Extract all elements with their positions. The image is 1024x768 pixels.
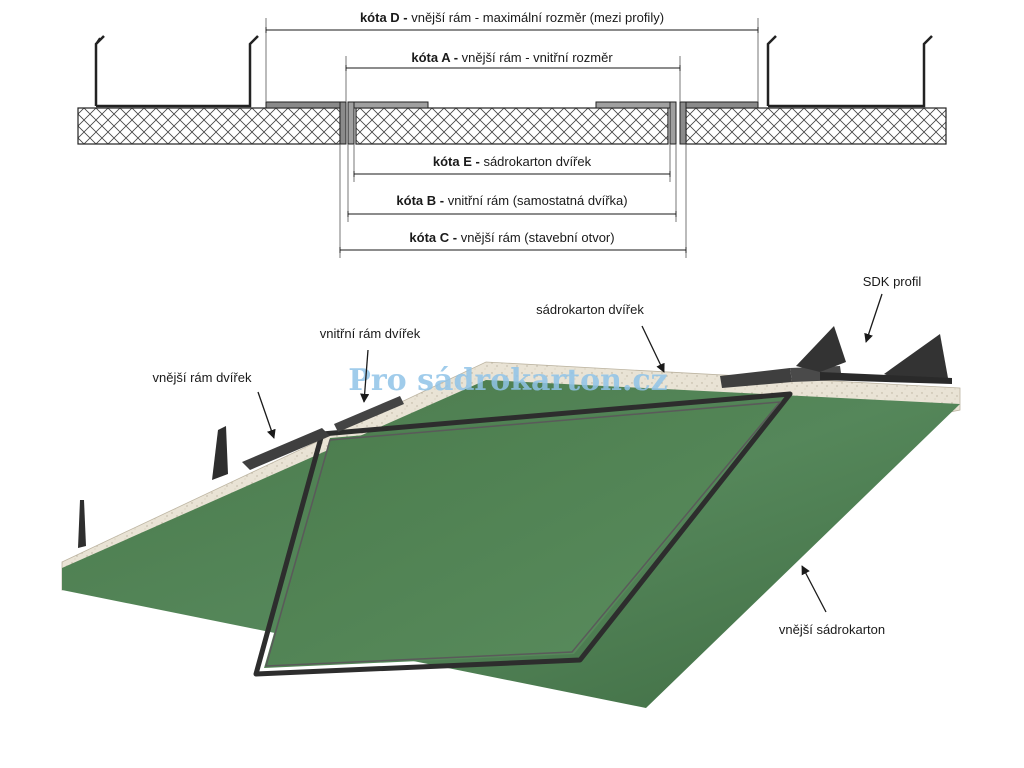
outer-frame-flange-right (685, 101, 759, 109)
callout-sdk-profile: SDK profil (863, 274, 922, 289)
dim-label-a: kóta A - vnější rám - vnitřní rozměr (411, 50, 613, 65)
cross-section: kóta D - vnější rám - maximální rozměr (… (77, 10, 947, 258)
sdk-profile-left-section (94, 35, 259, 108)
dim-label-d: kóta D - vnější rám - maximální rozměr (… (360, 10, 664, 25)
door-board-section (355, 107, 669, 145)
callout-arrow-inner-frame (360, 349, 370, 403)
callout-outer-frame: vnější rám dvířek (153, 370, 252, 385)
callout-arrow-outer-frame (257, 391, 276, 439)
sdk-profile-right-3d (796, 326, 846, 372)
callout-inner-frame: vnitřní rám dvířek (320, 326, 421, 341)
outer-board-left-section (77, 107, 341, 145)
sdk-profile-left-3d (78, 500, 86, 548)
outer-board-right-section (685, 107, 947, 145)
callout-arrow-sdk-profile (864, 293, 883, 343)
perspective-view: Pro sádrokarton.cz vnější rám dvířek vni… (61, 274, 961, 708)
callout-door-board: sádrokarton dvířek (536, 302, 644, 317)
inner-frame-outline (253, 391, 793, 677)
callout-arrow-door-board (641, 325, 665, 373)
dim-label-e: kóta E - sádrokarton dvířek (433, 154, 592, 169)
dim-label-b: kóta B - vnitřní rám (samostatná dvířka) (396, 193, 627, 208)
inner-frame-flange-right (595, 101, 675, 109)
inner-frame-flange-left (349, 101, 429, 109)
outer-frame-top-right (720, 368, 792, 388)
watermark: Pro sádrokarton.cz (348, 363, 667, 398)
dim-label-c: kóta C - vnější rám (stavební otvor) (409, 230, 614, 245)
outer-frame-top-left (242, 428, 330, 470)
door-panel-face (264, 400, 782, 668)
outer-frame-flange-left (265, 101, 341, 109)
callout-outer-board: vnější sádrokarton (779, 622, 885, 637)
sdk-profile-right-section (766, 35, 933, 108)
callout-arrow-outer-board (801, 565, 827, 613)
